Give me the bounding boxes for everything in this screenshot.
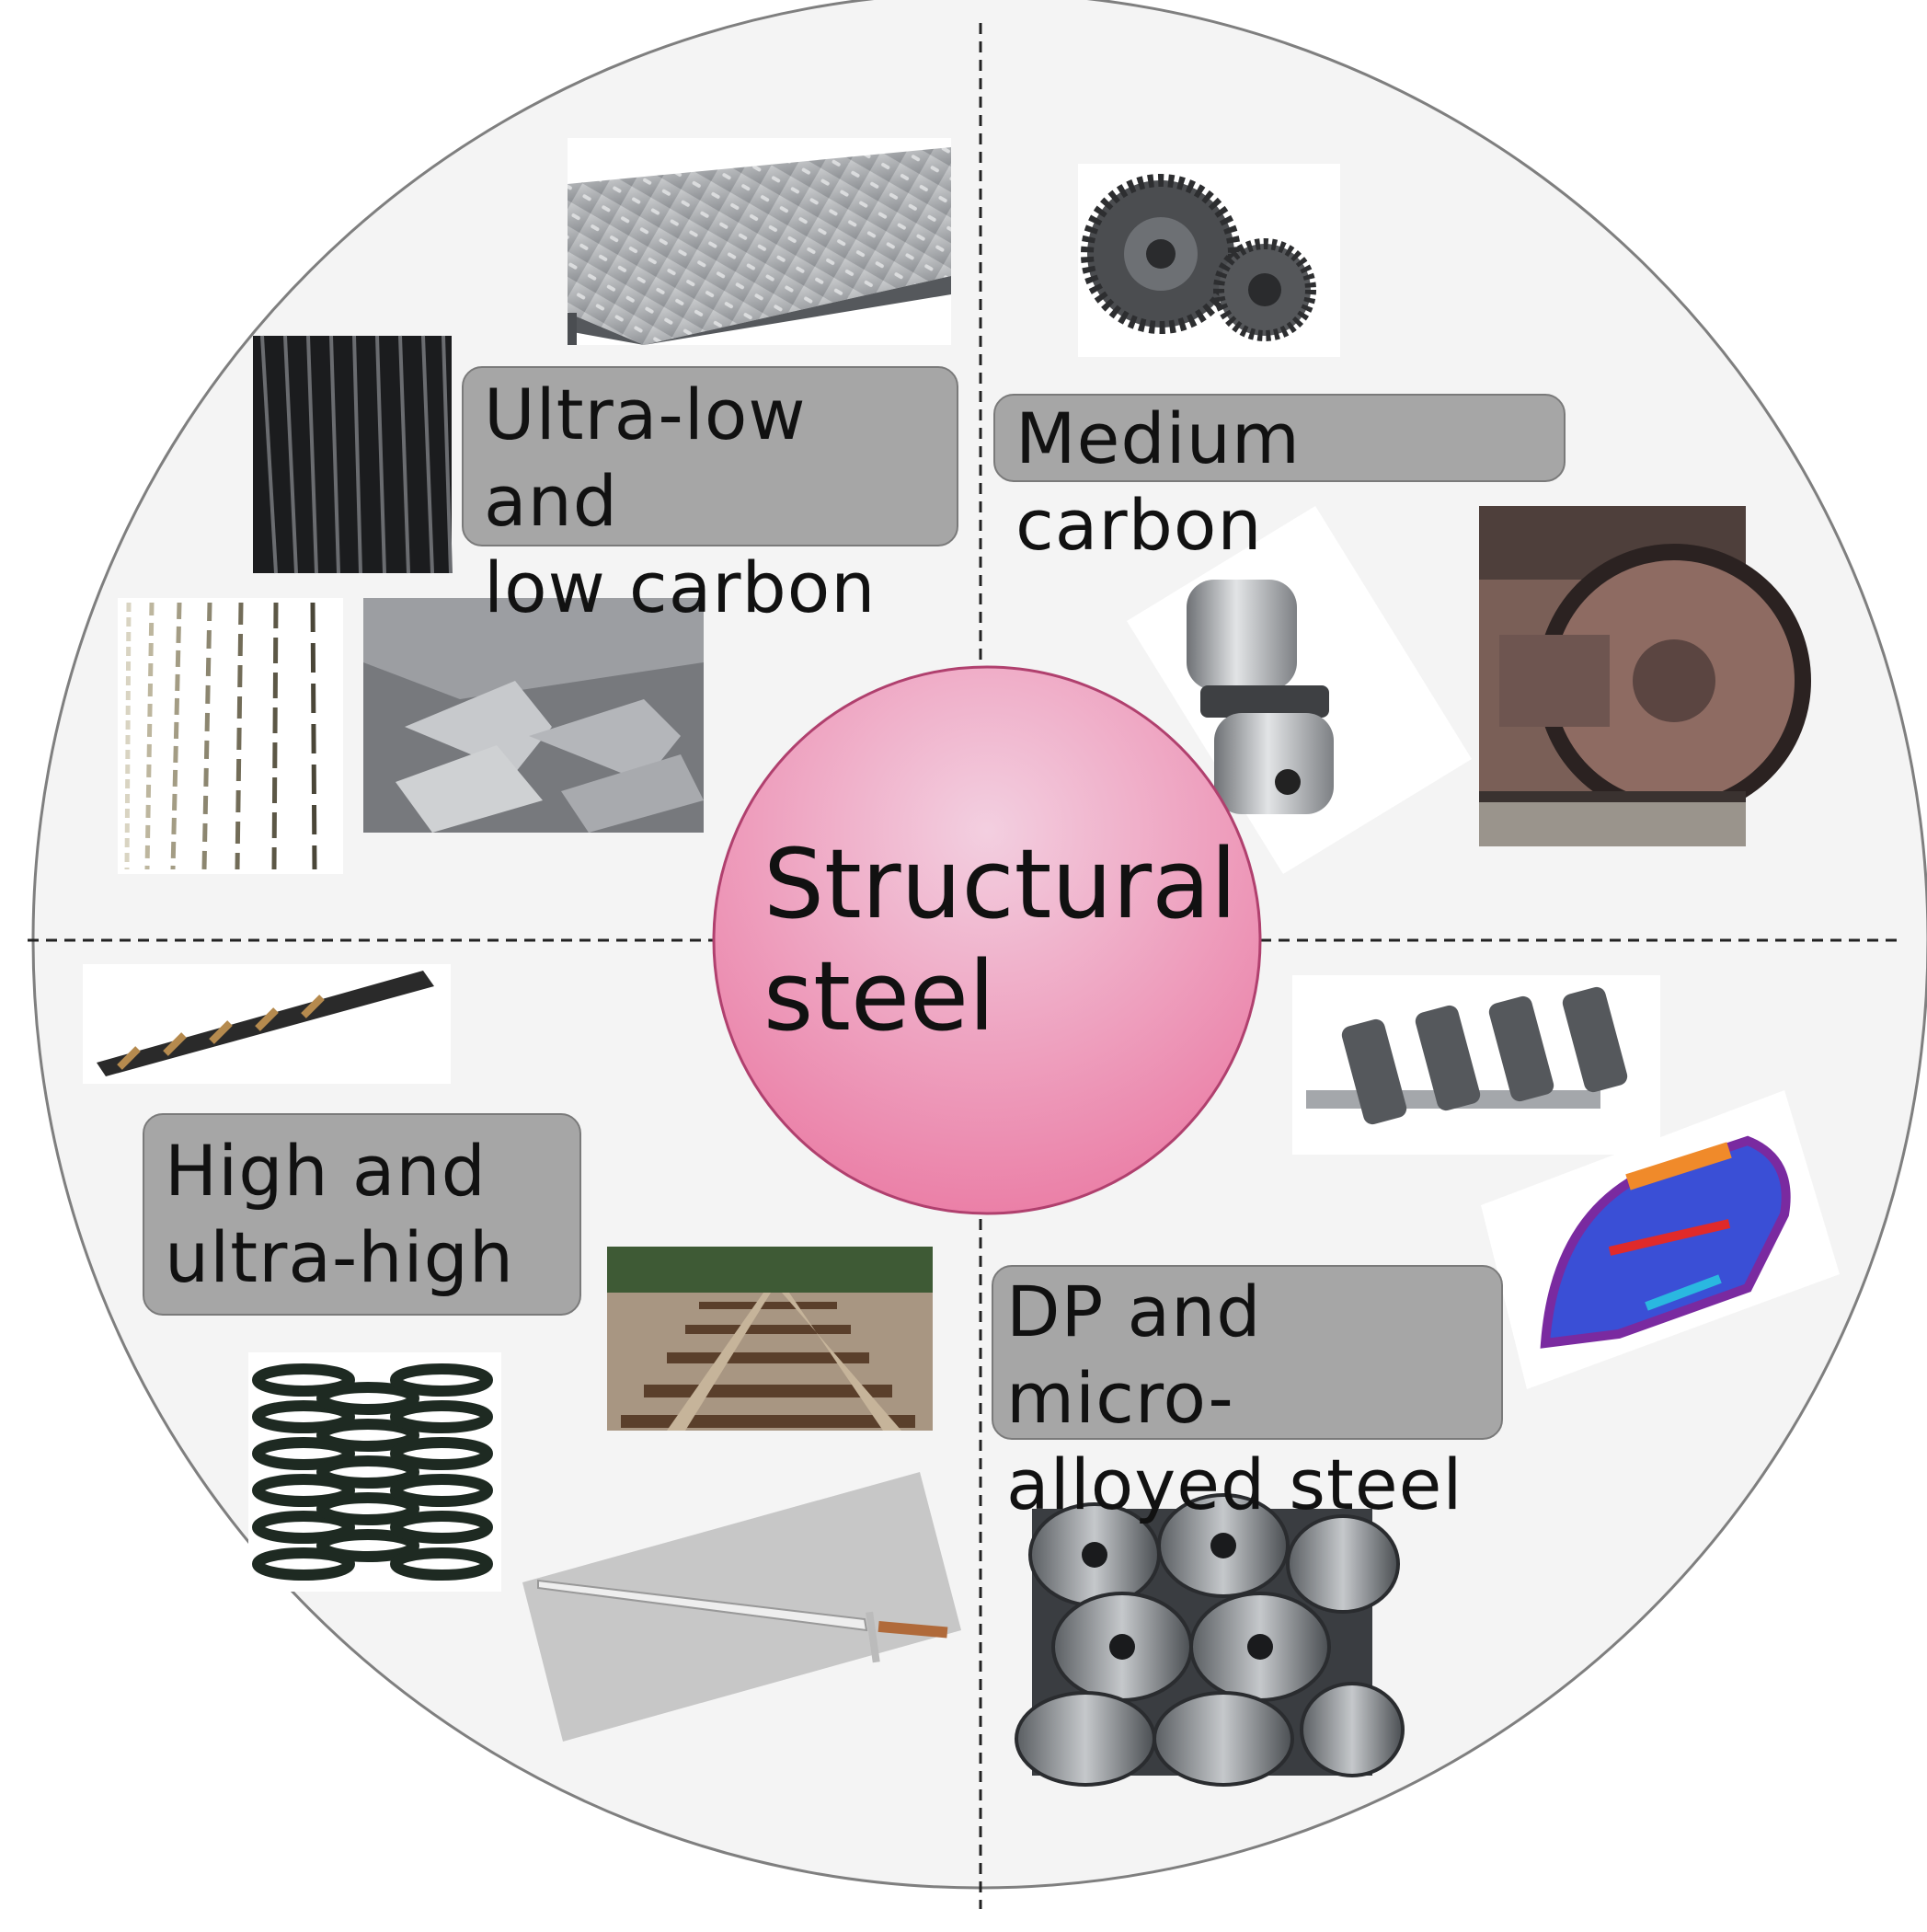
sword-icon xyxy=(522,1472,961,1742)
gears-icon xyxy=(1078,164,1340,357)
coil-springs-icon xyxy=(248,1352,501,1592)
rebar-icon xyxy=(253,335,453,574)
shaft-coupling-icon xyxy=(1127,506,1472,874)
railway-track-icon xyxy=(607,1247,933,1431)
center-title: Structural steel xyxy=(763,828,1237,1052)
label-top-right-line1: Medium carbon xyxy=(1015,397,1301,566)
center-circle xyxy=(712,665,1262,1215)
railway-wheel-icon xyxy=(1479,506,1811,846)
label-bottom-right-line2: alloyed steel xyxy=(1006,1443,1463,1525)
channel-profile-icon xyxy=(363,598,704,833)
checker-plate-icon xyxy=(568,138,951,345)
label-dp-micro-alloyed: DP and micro- alloyed steel xyxy=(992,1265,1503,1525)
label-bottom-left-line1: High and xyxy=(165,1130,487,1212)
label-bottom-left-line2: ultra-high xyxy=(165,1216,515,1298)
steel-coils-icon xyxy=(1015,1493,1405,1787)
center-title-line2: steel xyxy=(763,940,995,1052)
car-body-frame-icon xyxy=(1481,1090,1840,1389)
label-top-left-line2: low carbon xyxy=(484,546,877,628)
crankshaft-icon xyxy=(1292,975,1660,1155)
label-medium-carbon: Medium carbon xyxy=(993,394,1566,566)
label-bottom-right-line1: DP and micro- xyxy=(1006,1271,1262,1439)
label-high-ultra-high: High and ultra-high xyxy=(143,1113,581,1316)
label-ultra-low-low-carbon: Ultra-low and low carbon xyxy=(462,366,958,628)
drill-bit-icon xyxy=(83,964,451,1084)
label-top-left-line1: Ultra-low and xyxy=(484,374,807,542)
chain-icon xyxy=(118,598,343,874)
center-title-line1: Structural xyxy=(763,828,1237,940)
